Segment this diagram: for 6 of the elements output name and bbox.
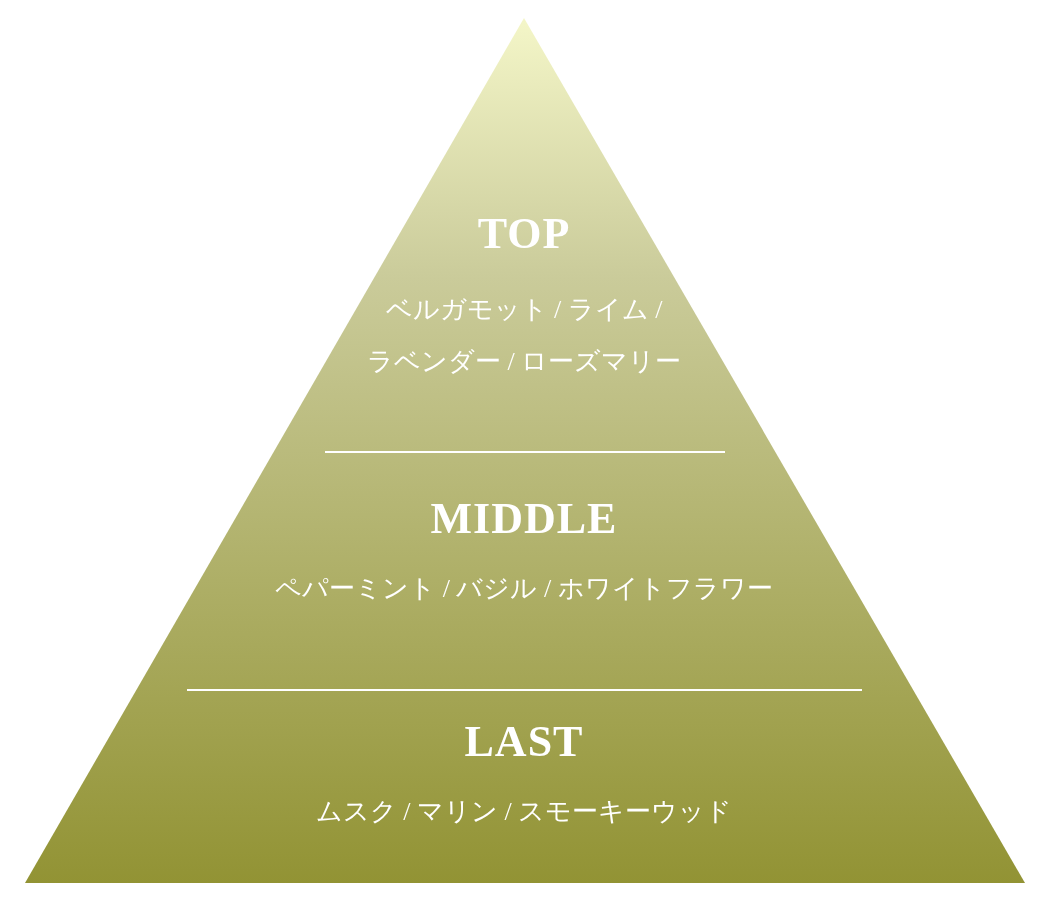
note-list: ムスク / マリン / スモーキーウッド (315, 786, 733, 838)
tier-heading: TOP (477, 208, 571, 260)
note-list: ペパーミント / バジル / ホワイトフラワー (275, 563, 773, 615)
tier-heading: LAST (464, 716, 584, 768)
note-list: ベルガモット / ライム / ラベンダー / ローズマリー (334, 284, 714, 388)
tier-heading: MIDDLE (430, 493, 618, 545)
